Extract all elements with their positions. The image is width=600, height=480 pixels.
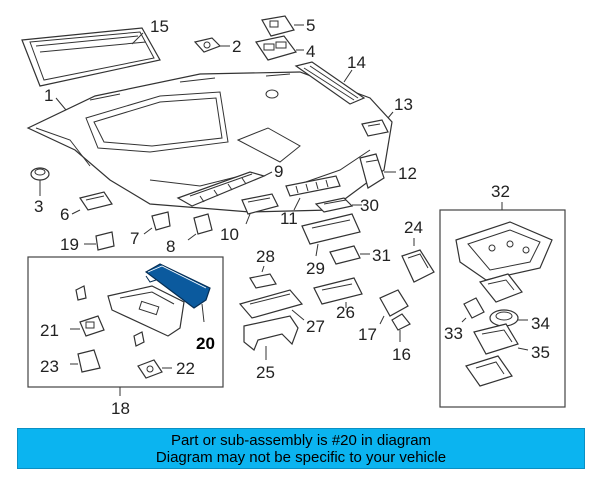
callout-21: 21	[40, 321, 59, 340]
callout-1: 1	[44, 86, 53, 105]
callout-20: 20	[196, 334, 215, 353]
callout-13: 13	[394, 95, 413, 114]
callout-5: 5	[306, 16, 315, 35]
callout-3: 3	[34, 197, 43, 216]
part-6-lamp-lens	[71, 191, 113, 215]
callout-15: 15	[150, 17, 169, 36]
callout-35: 35	[531, 343, 550, 362]
part-24-lamp-housing	[401, 238, 435, 283]
callout-9: 9	[274, 162, 283, 181]
callout-23: 23	[40, 357, 59, 376]
part-14-handle-rail	[294, 61, 366, 105]
callout-7: 7	[130, 229, 139, 248]
callout-34: 34	[531, 314, 550, 333]
part-11-vent	[285, 175, 341, 211]
callout-16: 16	[392, 345, 411, 364]
visor-clip-top	[75, 285, 87, 301]
part-sun-visor-outline	[107, 285, 185, 337]
callout-22: 22	[176, 359, 195, 378]
callout-25: 25	[256, 363, 275, 382]
sun-visor-assembly-box	[27, 256, 224, 396]
parts-diagram: 15 2 5 4 1	[21, 15, 566, 418]
part-17-lamp	[379, 289, 409, 325]
part-28-lens	[249, 265, 277, 289]
callout-14: 14	[347, 53, 366, 72]
part-5-switch	[261, 15, 304, 37]
callout-24: 24	[404, 218, 423, 237]
callout-28: 28	[256, 247, 275, 266]
banner-line-1: Part or sub-assembly is #20 in diagram	[170, 432, 432, 449]
info-banner: Part or sub-assembly is #20 in diagram D…	[17, 428, 585, 469]
callout-12: 12	[398, 164, 417, 183]
part-19-clip	[84, 231, 115, 251]
callout-19: 19	[60, 235, 79, 254]
part-34-knob	[489, 309, 528, 327]
callout-29: 29	[306, 259, 325, 278]
part-20-sun-visor	[144, 263, 211, 323]
part-27-console	[238, 289, 305, 321]
part-13-bracket	[361, 111, 394, 137]
part-21-mount	[70, 315, 105, 337]
callout-11: 11	[280, 209, 298, 228]
part-12-pillar-trim	[359, 153, 396, 189]
callout-18: 18	[111, 399, 130, 418]
callout-6: 6	[60, 205, 69, 224]
callout-27: 27	[306, 317, 325, 336]
part-7-clip	[143, 211, 171, 235]
callout-32: 32	[491, 182, 510, 201]
callout-17: 17	[358, 325, 377, 344]
part-8-clip	[187, 213, 213, 241]
part-3-knob	[30, 167, 50, 196]
part-35-panel	[473, 323, 529, 355]
part-16-cap	[391, 313, 411, 342]
banner-line-2: Diagram may not be specific to your vehi…	[155, 449, 447, 466]
part-29-bracket	[301, 213, 361, 257]
part-30-trim	[314, 197, 362, 213]
visor-clip-mid	[133, 331, 145, 347]
part-26-switch-module	[313, 277, 363, 308]
callout-31: 31	[372, 246, 391, 265]
part-23-mount	[70, 349, 101, 373]
callout-30: 30	[360, 196, 379, 215]
part-15-sunroof-panel	[21, 27, 161, 87]
part-4-switch-panel	[255, 35, 304, 61]
overhead-console-assembly-box	[439, 202, 566, 408]
callout-10: 10	[220, 225, 239, 244]
callout-8: 8	[166, 237, 175, 256]
part-22-hook	[137, 359, 172, 379]
part-2-clip	[193, 37, 230, 53]
part-overhead-lamp-lens	[478, 273, 523, 303]
callout-26: 26	[336, 303, 355, 322]
part-1-headliner	[26, 71, 393, 213]
part-overhead-console-housing	[455, 221, 553, 281]
callout-4: 4	[306, 42, 315, 61]
callout-2: 2	[232, 37, 241, 56]
part-25-grab-handle	[243, 315, 299, 360]
part-10-lamp	[241, 193, 279, 225]
part-31-switch	[329, 245, 370, 265]
callout-33: 33	[444, 324, 463, 343]
part-33-lens	[461, 297, 485, 323]
part-9-grab-strip	[176, 171, 273, 207]
part-overhead-lower-lens	[465, 355, 513, 387]
